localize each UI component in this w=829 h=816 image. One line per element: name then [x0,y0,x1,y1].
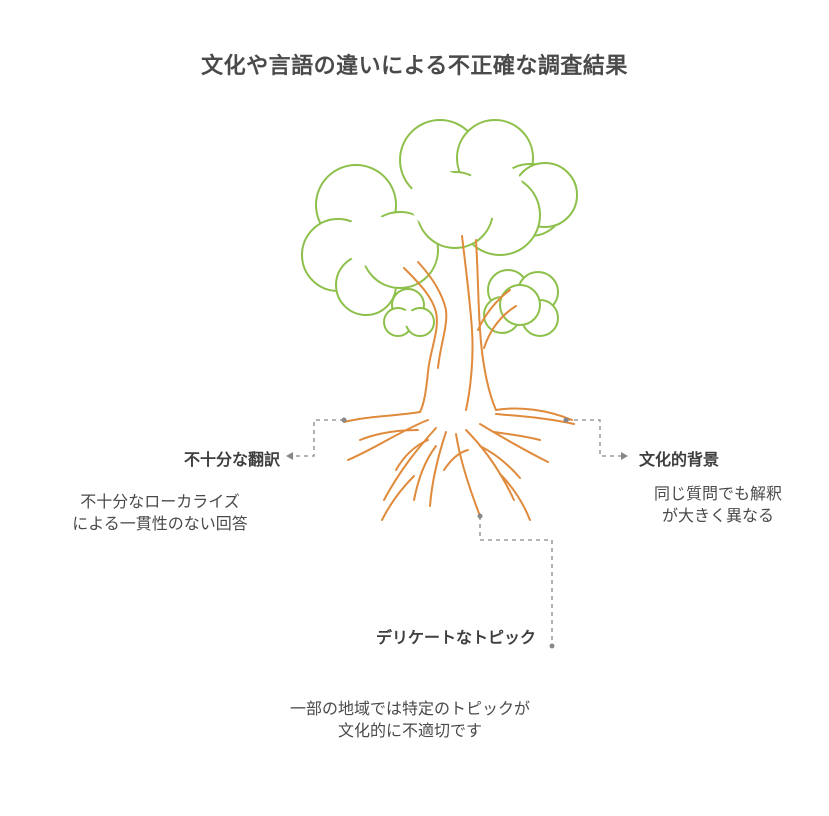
node-bottom-desc-line-2: 文化的に不適切です [337,721,482,740]
node-left-description: 不十分なローカライズ による一貫性のない回答 [40,491,280,535]
node-right-desc-line-1: 同じ質問でも解釈 [653,484,782,503]
connector-dots [286,417,628,649]
node-bottom-description: 一部の地域では特定のトピックが 文化的に不適切です [240,698,580,742]
diagram-title: 文化や言語の違いによる不正確な調査結果 [201,54,628,79]
connectors [292,419,622,646]
node-bottom-desc-line-1: 一部の地域では特定のトピックが [289,699,530,718]
node-right-label: 文化的背景 [639,450,720,469]
tree-canopy-fill [344,162,532,326]
node-left-desc-line-1: 不十分なローカライズ [80,492,240,511]
tree-trunk [343,235,575,521]
node-bottom-label: デリケートなトピック [375,628,536,647]
node-left-label: 不十分な翻訳 [183,450,280,469]
node-right-description: 同じ質問でも解釈 が大きく異なる [618,483,818,527]
node-right-desc-line-2: が大きく異なる [661,506,774,525]
node-left-desc-line-2: による一貫性のない回答 [72,514,248,533]
